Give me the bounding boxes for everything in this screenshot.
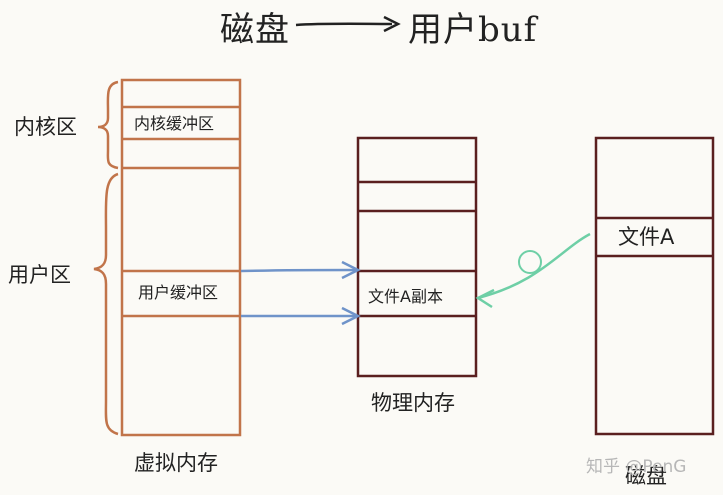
virtual-memory-column xyxy=(120,78,242,437)
kernel-buffer-label: 内核缓冲区 xyxy=(134,114,215,133)
disk-label: 磁盘 xyxy=(625,464,667,488)
dma-arrow xyxy=(475,232,591,309)
title-arrow-icon xyxy=(295,15,401,33)
physical-copy-label: 文件A副本 xyxy=(368,287,443,306)
watermark: 知乎 @PenG xyxy=(586,457,687,477)
mapping-arrows xyxy=(240,260,361,326)
diagram-title: 磁盘 用户buf xyxy=(220,6,540,54)
disk-box xyxy=(594,136,715,436)
user-brace-icon xyxy=(93,172,119,436)
disk-column xyxy=(594,136,715,436)
step-marker-icon xyxy=(518,250,542,274)
user-buffer-label: 用户缓冲区 xyxy=(138,283,219,302)
physical-memory-label: 物理内存 xyxy=(371,391,455,415)
title-target: 用户buf xyxy=(408,10,538,50)
kernel-brace-icon xyxy=(97,80,119,170)
title-source: 磁盘 xyxy=(220,10,290,50)
arrow-head-icon xyxy=(341,306,361,326)
kernel-region-label: 内核区 xyxy=(14,115,77,139)
virtual-memory-box xyxy=(120,78,242,437)
disk-file-label: 文件A xyxy=(618,225,675,249)
virtual-memory-label: 虚拟内存 xyxy=(134,451,218,475)
physical-memory-box xyxy=(356,136,478,378)
mapping-arrow-top xyxy=(240,268,357,273)
user-region-label: 用户区 xyxy=(8,263,71,287)
arrow-head-icon xyxy=(341,260,361,280)
physical-memory-column xyxy=(356,136,478,378)
